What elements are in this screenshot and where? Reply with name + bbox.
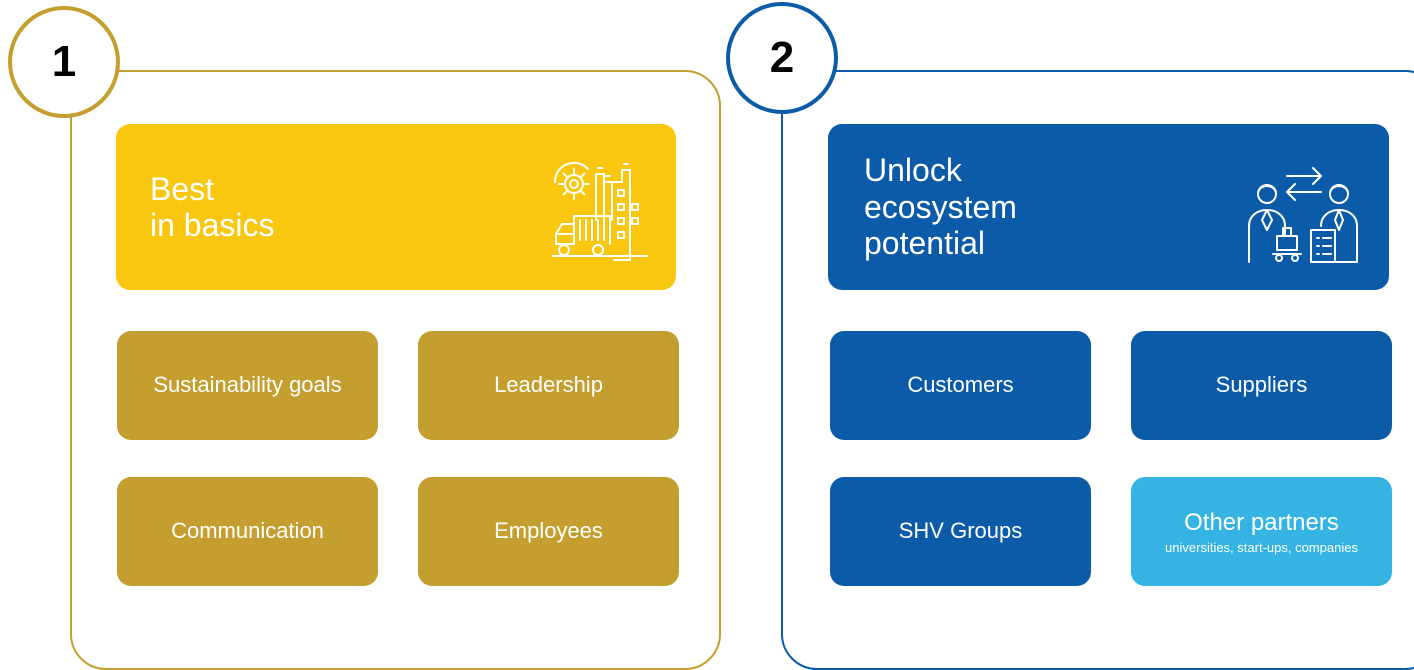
pillar-2-number: 2 (726, 2, 838, 114)
tile-communication: Communication (117, 477, 378, 586)
tile-other-partners: Other partners universities, start-ups, … (1131, 477, 1392, 586)
tile-employees: Employees (418, 477, 679, 586)
tile-suppliers: Suppliers (1131, 331, 1392, 440)
tile-leadership: Leadership (418, 331, 679, 440)
other-partners-label: Other partners (1184, 509, 1339, 537)
pillar-2-header: Unlock ecosystem potential (828, 124, 1389, 290)
pillar-1-title: Best in basics (150, 170, 275, 243)
other-partners-sub: universities, start-ups, companies (1165, 540, 1358, 556)
people-exchange-icon (1248, 167, 1358, 263)
factory-truck-gear-icon (552, 161, 648, 261)
pillar-2-title: Unlock ecosystem potential (864, 152, 1017, 262)
tile-shv-groups: SHV Groups (830, 477, 1091, 586)
pillar-1-number: 1 (8, 6, 120, 118)
pillar-1-header: Best in basics (116, 124, 676, 290)
tile-sustainability-goals: Sustainability goals (117, 331, 378, 440)
tile-customers: Customers (830, 331, 1091, 440)
